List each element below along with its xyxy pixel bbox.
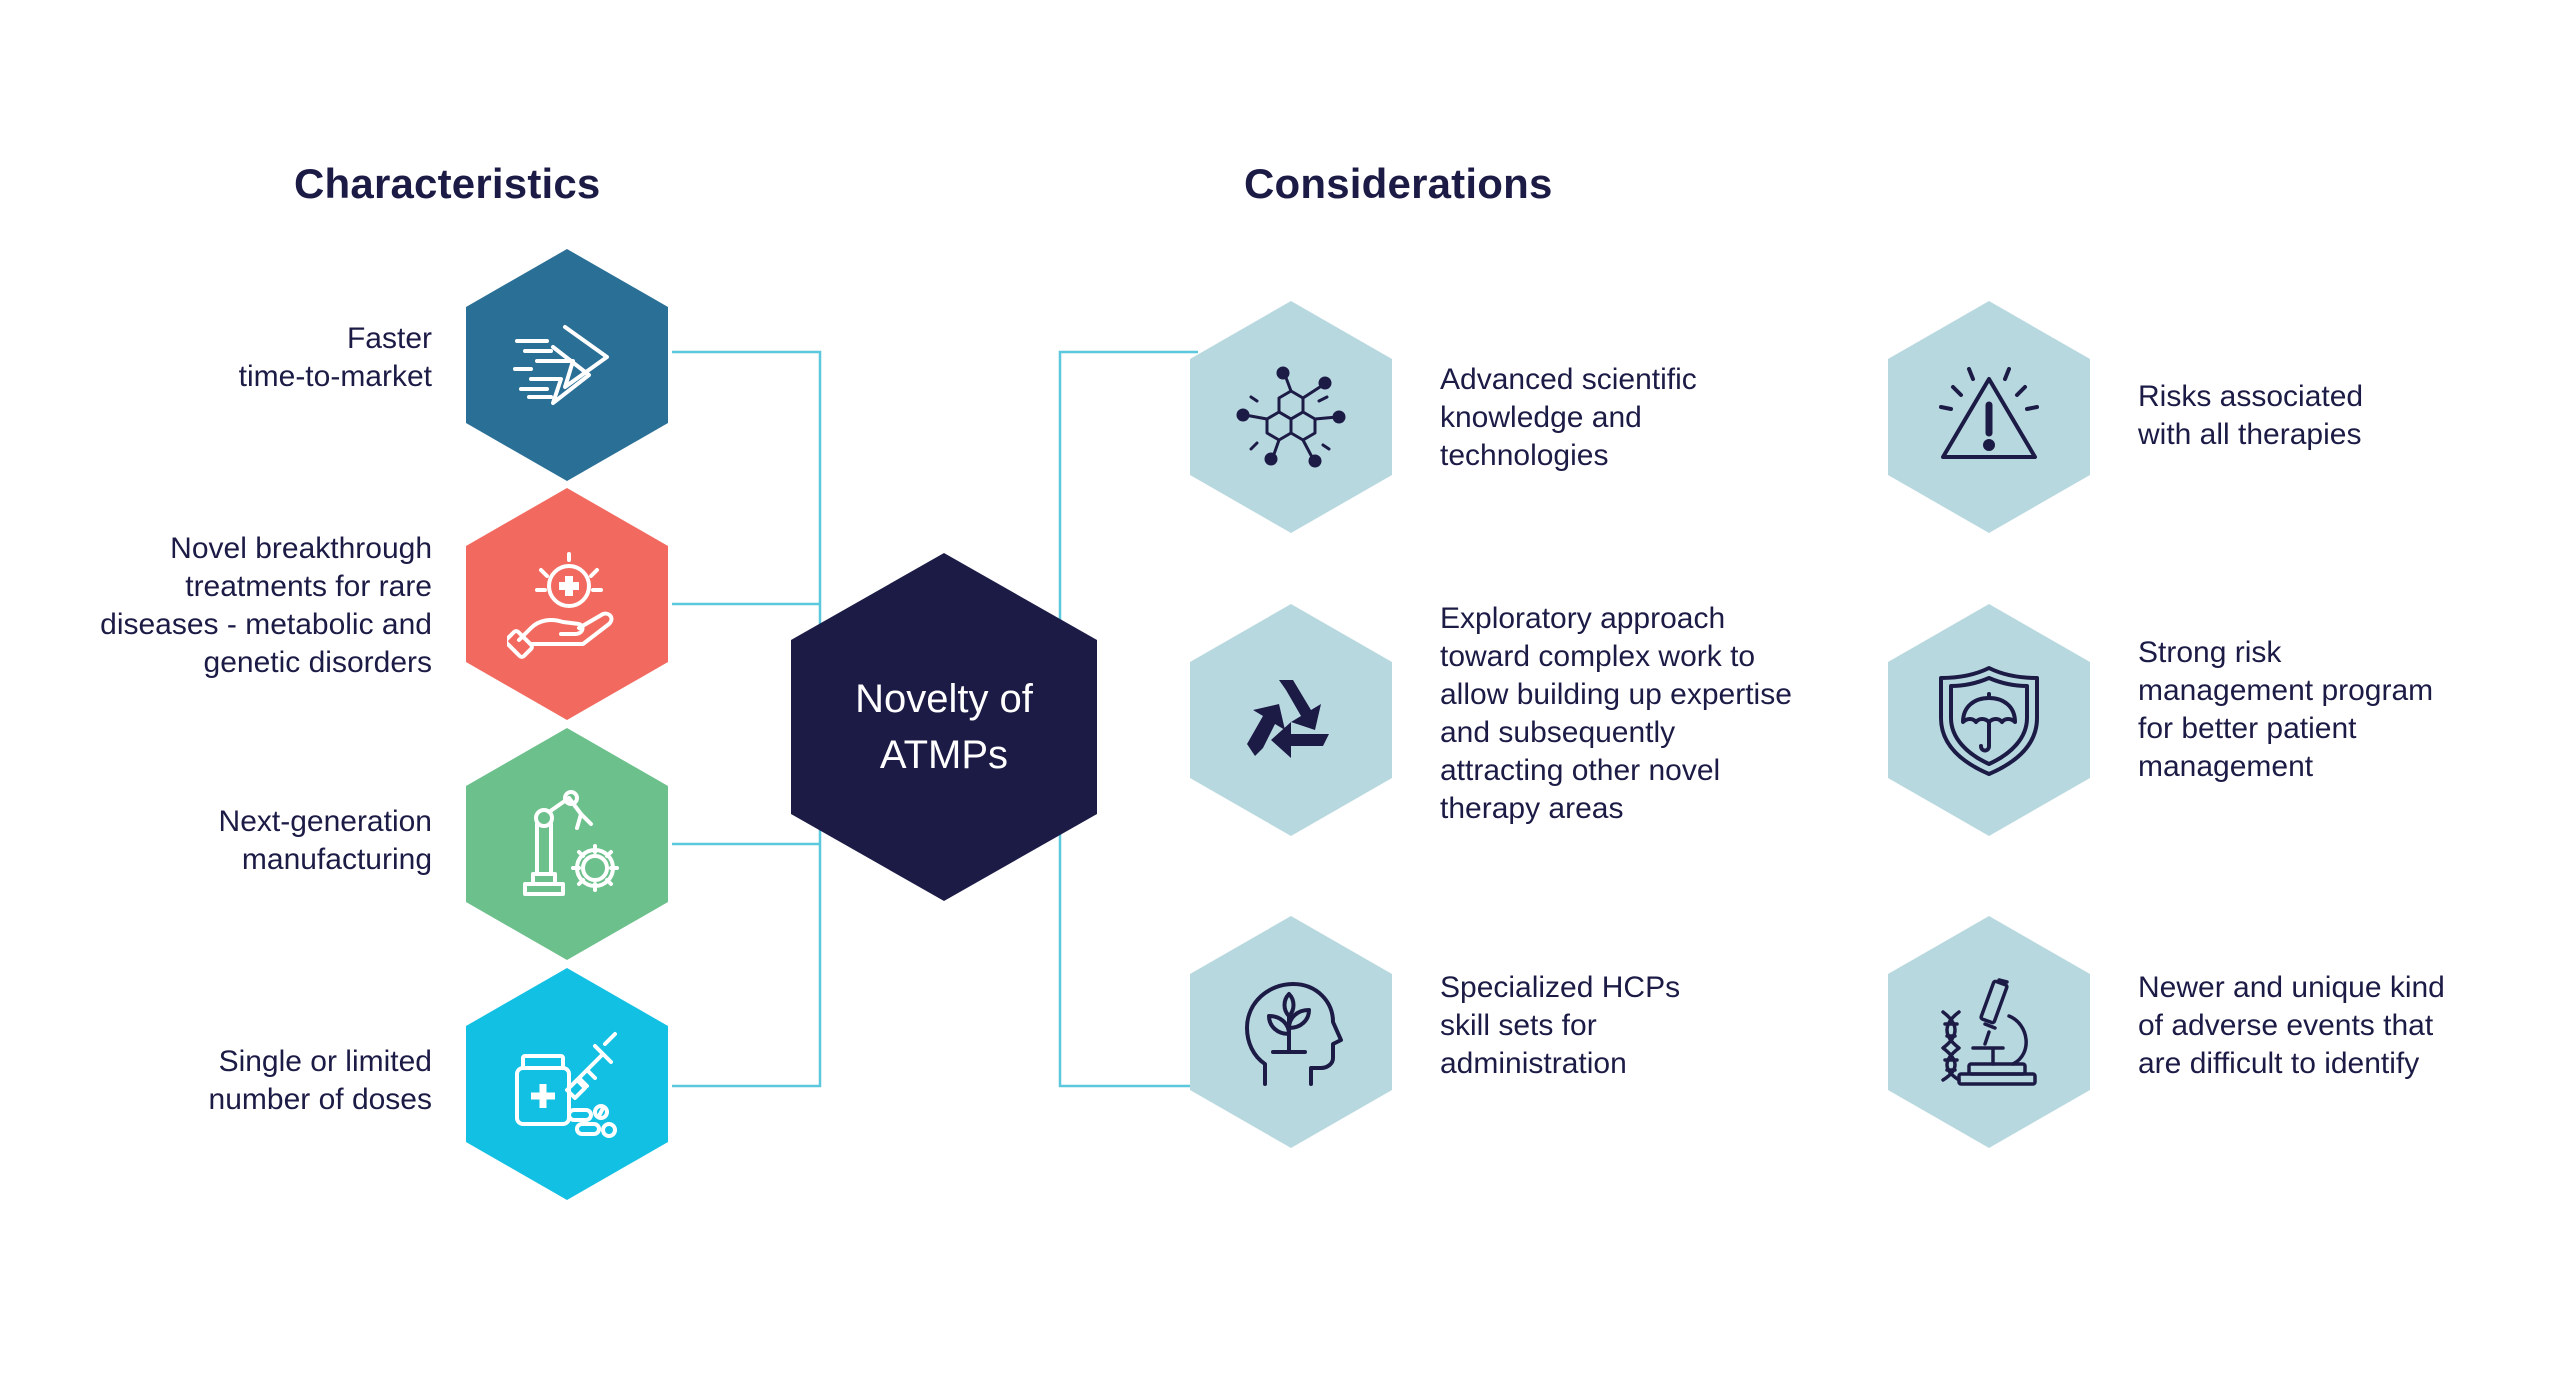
considerations-heading: Considerations (1244, 160, 1553, 207)
hand-medical-cross-icon (507, 552, 614, 659)
medicine-syringe-icon (515, 1032, 617, 1138)
consideration-label-1: Advanced scientific knowledge and techno… (1440, 363, 1697, 472)
characteristic-label-2: Novel breakthrough treatments for rare d… (100, 532, 432, 679)
center-title: Novelty of ATMPs (855, 677, 1033, 777)
recycle-icon (1247, 680, 1329, 758)
fast-arrows-icon (513, 325, 609, 405)
consideration-label-2: Risks associated with all therapies (2138, 380, 2364, 451)
consideration-label-5: Specialized HCPs skill sets for administ… (1440, 971, 1681, 1080)
center-hexagon: Novelty of ATMPs (791, 553, 1097, 901)
consideration-label-3: Exploratory approach toward complex work… (1440, 602, 1792, 825)
robot-arm-gear-icon (523, 790, 619, 896)
characteristic-label-1: Faster time-to-market (238, 322, 432, 393)
warning-triangle-icon (1939, 367, 2039, 459)
characteristic-hex-2 (466, 488, 668, 720)
head-plant-icon (1245, 982, 1343, 1086)
characteristic-label-4: Single or limited number of doses (208, 1045, 432, 1116)
characteristics-heading: Characteristics (294, 160, 601, 207)
characteristic-label-3: Next-generation manufacturing (218, 805, 432, 876)
molecule-icon (1236, 366, 1346, 468)
microscope-dna-icon (1941, 978, 2037, 1086)
consideration-label-4: Strong risk management program for bette… (2138, 636, 2434, 783)
shield-umbrella-icon (1939, 666, 2039, 776)
consideration-label-6: Newer and unique kind of adverse events … (2138, 971, 2445, 1080)
characteristic-hex-3 (466, 728, 668, 960)
